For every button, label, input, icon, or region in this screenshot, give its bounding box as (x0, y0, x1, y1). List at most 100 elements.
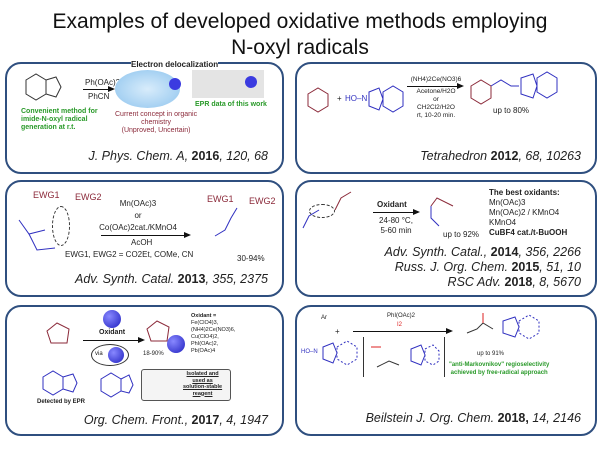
oxidant-list: Oxidant =Fe(ClO4)3,(NH4)2Ce(NO3)6,Cu(ClO… (191, 313, 235, 355)
yield: up to 80% (493, 106, 530, 115)
reaction-arrow (373, 209, 420, 215)
nhpi-label: HO–N (345, 94, 368, 103)
oxidant-label: Oxidant (99, 329, 126, 336)
n-oxyl-sphere-icon (169, 78, 181, 90)
yield: up to 91% (477, 351, 505, 357)
intermediate-bracket (363, 337, 445, 377)
reference: Beilstein J. Org. Chem. 2018, 14, 2146 (365, 411, 581, 425)
reagents: (NH4)2Ce(NO3)6 (407, 76, 465, 84)
slide-title-line2: N-oxyl radicals (231, 36, 369, 59)
hydroxamic-acid-structure (18, 219, 56, 251)
reference: Adv. Synth. Catal., 2014, 356, 2266 (384, 245, 581, 259)
oxidant-item: Oxidant = (191, 313, 217, 319)
product-structure (470, 71, 558, 105)
plus-sign: + (337, 94, 342, 103)
bto-structure (100, 372, 134, 398)
panel-iodooxyimidation: Ar + HO–N PhI(OAc)2 I2 up to 91% "anti-M… (295, 305, 597, 436)
oxidant-item: Cu(ClO4)2, (191, 334, 219, 340)
intermediate-structure (371, 344, 440, 368)
oxime-dicarbonyl-structure (302, 191, 352, 229)
panel-imide-n-oxyl: Ph(OAc)2 PhCN Electron delocalization Co… (5, 60, 284, 174)
reaction-arrow (101, 232, 191, 238)
ewg2-label: EWG2 (75, 192, 102, 202)
reference: Org. Chem. Front., 2017, 4, 1947 (83, 413, 268, 427)
electron-cloud (115, 70, 180, 108)
oxidant-item: Mn(OAc)3 (489, 198, 526, 207)
condition: 5-60 min (380, 226, 412, 235)
oxidant-item: (NH4)2Ce(NO3)6, (191, 327, 236, 333)
epr-data-note: EPR data of this work (195, 101, 267, 108)
reagent: Mn(OAc)3 (119, 199, 157, 208)
via-label: via (95, 351, 103, 357)
yield: 30-94% (237, 254, 265, 263)
anti-markovnikov-note: "anti-Markovnikov" regioselectivity achi… (449, 362, 550, 376)
solvent: AcOH (131, 238, 153, 247)
oxidant-item: Mn(OAc)2 / KMnO4 (489, 208, 560, 217)
ewg-definition: EWG1, EWG2 = CO2Et, COMe, CN (65, 250, 194, 259)
reaction-arrow (83, 86, 115, 92)
reagent: PhI(OAc)2 (387, 313, 416, 319)
yield: up to 92% (443, 230, 480, 239)
n-oxyl-sphere-icon (108, 347, 124, 363)
isolated-reagent-box (141, 369, 231, 401)
product-structure (146, 320, 170, 342)
n-oxyl-sphere-icon (245, 76, 257, 88)
isolated-reagent-note: Isolated and used as solution-stable rea… (183, 371, 223, 397)
reference: Tetrahedron 2012, 68, 10263 (420, 149, 581, 163)
current-concept-note: Current concept in organic chemistry (Un… (115, 111, 198, 134)
reagent: (NH4)2Ce(NO3)6 (410, 76, 462, 83)
detected-by-epr-label: Detected by EPR (37, 399, 86, 405)
reaction-arrow (353, 328, 453, 334)
toluene-structure (307, 87, 329, 113)
delocalization-label: Electron delocalization (131, 60, 219, 70)
reagent: Ph(OAc)2 (85, 78, 121, 87)
slide-title-line1: Examples of developed oxidative methods … (52, 10, 548, 33)
reagent: Co(OAc)2cat./KMnO4 (99, 223, 177, 232)
reference: J. Phys. Chem. A, 2016, 120, 68 (88, 149, 268, 163)
convenient-method-note: Convenient method for imide-N-oxyl radic… (21, 108, 98, 131)
via-ellipse (91, 344, 129, 366)
h-transfer-ellipse (309, 204, 335, 218)
condition: or (433, 96, 439, 103)
condition: CH2Cl2/H2O (417, 104, 455, 111)
nhpi-structure (322, 340, 358, 366)
reagent: or (134, 211, 142, 220)
oxidant-label: Oxidant (377, 200, 407, 209)
panel-oxime-coupling: Oxidant 24-80 °C,5-60 min up to 92% The … (295, 180, 597, 297)
plus-sign: + (335, 327, 340, 336)
product-structure (466, 313, 540, 340)
oxidant-item: KMnO4 (489, 218, 517, 227)
aryl-label: Ar (321, 315, 327, 321)
phthalimide-structure (368, 85, 404, 113)
ewg2-label: EWG2 (249, 196, 276, 206)
yield: 18-90% (143, 351, 164, 357)
pyrazolone-structure (46, 322, 70, 344)
phthalimide-structure (25, 73, 62, 101)
reference: Adv. Synth. Catal. 2013, 355, 2375 (75, 272, 268, 286)
solvent: PhCN (88, 92, 110, 101)
reaction-arrow (83, 337, 145, 343)
ewg1-label: EWG1 (207, 194, 234, 204)
nhpi-label: HO–N (301, 349, 318, 355)
reference-list: Adv. Synth. Catal., 2014, 356, 2266 Russ… (385, 245, 581, 290)
n-oxyl-sphere-icon (103, 310, 121, 328)
reference: RSC Adv. 2018, 8, 5670 (447, 275, 581, 289)
product-structure (430, 197, 454, 227)
reagent: I2 (397, 322, 403, 328)
ewg1-label: EWG1 (33, 190, 60, 200)
panel-pyrazolone: Oxidant via 18-90% Oxidant =Fe(ClO4)3,(N… (5, 305, 284, 436)
h-transfer-ellipse (52, 206, 70, 246)
product-structure (214, 207, 238, 237)
condition: 24-80 °C, (379, 216, 413, 225)
conditions: 24-80 °C,5-60 min (375, 216, 417, 236)
oxidant-item: CuBF4 cat./t-BuOOH (489, 228, 568, 237)
best-oxidants-title: The best oxidants: (489, 188, 560, 197)
n-oxyl-sphere-icon (167, 335, 185, 353)
pino-structure (42, 370, 78, 396)
condition: rt, 10-20 min. (416, 112, 456, 119)
